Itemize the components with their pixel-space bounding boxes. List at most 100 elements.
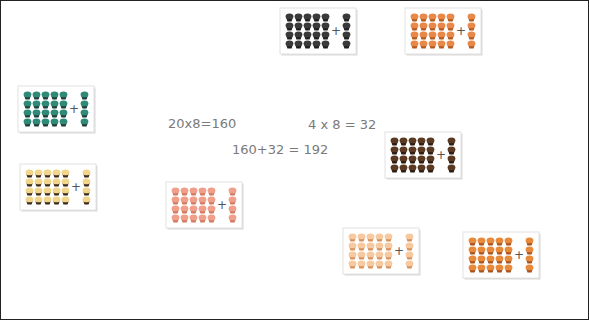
cupcake-frosting [172, 206, 180, 212]
cupcake-frosting [391, 138, 399, 144]
cupcake [199, 197, 207, 205]
cupcake [62, 170, 70, 178]
cupcake-frosting [53, 170, 61, 176]
cupcake [367, 261, 375, 269]
cupcake-frosting [349, 252, 357, 258]
cupcake-card [343, 228, 421, 276]
cupcake [313, 32, 321, 40]
card [343, 228, 419, 274]
cupcake-frosting [358, 234, 366, 240]
cupcake-frosting [376, 243, 384, 249]
cupcake [427, 147, 435, 155]
cupcake [322, 41, 330, 49]
cupcake-frosting [505, 238, 513, 244]
cupcake-card [20, 164, 98, 212]
cupcake-frosting [376, 261, 384, 267]
cupcake [286, 23, 294, 31]
cupcake [295, 32, 303, 40]
cupcake-frosting [448, 156, 456, 162]
cupcake-frosting [448, 165, 456, 171]
cupcake-frosting [313, 41, 321, 47]
cupcake-frosting [60, 92, 68, 98]
cupcake-frosting [208, 215, 216, 221]
cupcake-frosting [24, 92, 32, 98]
cupcake [447, 32, 455, 40]
cupcake [35, 179, 43, 187]
cupcake-frosting [60, 119, 68, 125]
cupcake-frosting [438, 23, 446, 29]
cupcake-frosting [304, 41, 312, 47]
cupcake-card [18, 86, 96, 134]
plus-sign: + [435, 148, 447, 162]
cupcake-frosting [358, 243, 366, 249]
cupcake [44, 170, 52, 178]
cupcake [349, 243, 357, 251]
cupcake-frosting [376, 252, 384, 258]
cupcake-frosting [295, 23, 303, 29]
cupcake [447, 14, 455, 22]
cupcake [409, 165, 417, 173]
cupcake [24, 101, 32, 109]
cupcake [429, 14, 437, 22]
cupcake-frosting [468, 14, 476, 20]
cupcake-frosting [406, 261, 414, 267]
cupcake-frosting [199, 197, 207, 203]
cupcake-frosting [427, 147, 435, 153]
cupcake-frosting [44, 170, 52, 176]
cupcake-frosting [229, 188, 237, 194]
cupcake [33, 92, 41, 100]
cupcake [343, 32, 351, 40]
cupcake [172, 188, 180, 196]
cupcake-frosting [406, 252, 414, 258]
plus-sign: + [393, 244, 405, 258]
cupcake-frosting [385, 252, 393, 258]
cupcake [358, 243, 366, 251]
cupcake [448, 156, 456, 164]
cupcake-frosting [418, 165, 426, 171]
cupcake [53, 188, 61, 196]
cupcake [229, 206, 237, 214]
cupcake [438, 41, 446, 49]
cupcake [60, 101, 68, 109]
cupcake [468, 23, 476, 31]
cupcake-frosting [42, 101, 50, 107]
cupcake [418, 165, 426, 173]
cupcake-frosting [172, 197, 180, 203]
cupcake [199, 206, 207, 214]
cupcake [478, 247, 486, 255]
cupcake-frosting [208, 197, 216, 203]
cupcake-frosting [51, 92, 59, 98]
cupcake [33, 110, 41, 118]
cupcake [420, 32, 428, 40]
cupcake [60, 119, 68, 127]
cupcake-frosting [44, 188, 52, 194]
cupcake-frosting [406, 243, 414, 249]
cupcake [322, 32, 330, 40]
cupcake [208, 197, 216, 205]
cupcake-frosting [496, 265, 504, 271]
cupcake-frosting [24, 119, 32, 125]
cupcake-frosting [349, 261, 357, 267]
cupcake [385, 234, 393, 242]
cupcake-frosting [526, 256, 534, 262]
cupcake [35, 170, 43, 178]
cupcake-frosting [190, 206, 198, 212]
cupcake [26, 179, 34, 187]
cupcake-frosting [385, 243, 393, 249]
cupcake-frosting [496, 247, 504, 253]
cupcake [385, 243, 393, 251]
cupcake-frosting [53, 179, 61, 185]
cupcake-frosting [427, 138, 435, 144]
equation-text: 160+32 = 192 [232, 142, 328, 158]
cupcake [496, 256, 504, 264]
cupcake [172, 215, 180, 223]
cupcake-frosting [391, 147, 399, 153]
cupcake [358, 234, 366, 242]
cupcake [448, 138, 456, 146]
cupcake [26, 188, 34, 196]
cupcake-frosting [409, 138, 417, 144]
plus-sign: + [70, 180, 82, 194]
cupcake [468, 32, 476, 40]
cupcake-frosting [83, 188, 91, 194]
